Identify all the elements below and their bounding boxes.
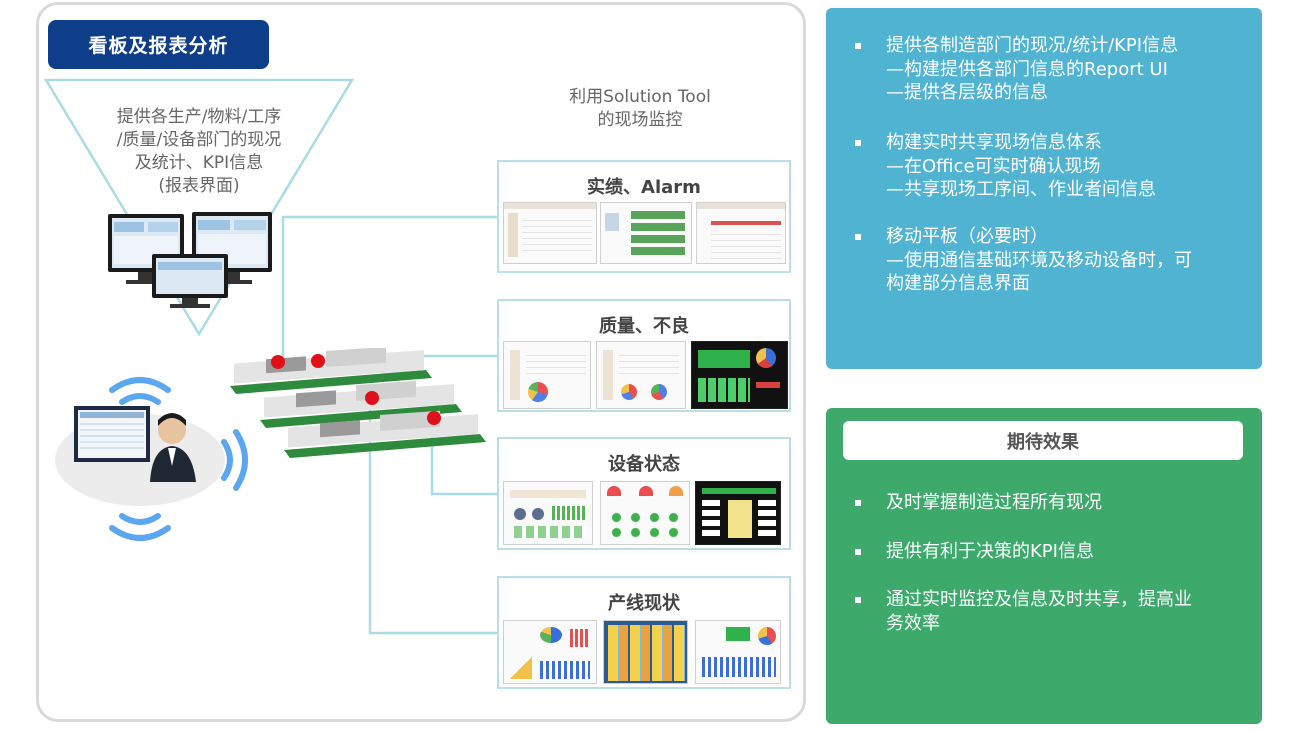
report-thumbnail (600, 202, 692, 264)
panel-quality-defect[interactable]: 质量、不良 (497, 299, 791, 412)
report-thumbnail (503, 202, 597, 264)
report-thumbnail (695, 620, 781, 684)
info-line: —在Office可实时确认现场 (886, 155, 1101, 177)
panel-title: 产线现状 (608, 593, 680, 614)
report-thumbnail (503, 481, 593, 545)
panel-performance-alarm[interactable]: 实绩、Alarm (497, 160, 791, 273)
effect-title: 期待效果 (843, 421, 1243, 460)
info-item: 构建实时共享现场信息体系 —在Office可实时确认现场 —共享现场工序间、作业… (855, 131, 1156, 202)
effect-item: 及时掌握制造过程所有现况 (855, 491, 1102, 515)
effect-line: 务效率 (886, 612, 940, 634)
effect-item: 通过实时监控及信息及时共享，提高业 务效率 (855, 588, 1192, 635)
funnel-description: 提供各生产/物料/工序 /质量/设备部门的现况 及统计、KPI信息 (报表界面) (88, 106, 310, 198)
panel-equipment-status[interactable]: 设备状态 (497, 437, 791, 550)
report-thumbnail (503, 341, 591, 409)
effect-panel (826, 408, 1262, 724)
effect-line: 提供有利于决策的KPI信息 (886, 541, 1094, 562)
info-item: 提供各制造部门的现况/统计/KPI信息 —构建提供各部门信息的Report UI… (855, 34, 1179, 105)
alarm-dot-icon (271, 354, 441, 425)
info-line: —构建提供各部门信息的Report UI (886, 58, 1168, 80)
funnel-shape (43, 78, 355, 337)
bullet-icon (855, 549, 861, 555)
production-line-icon (230, 348, 486, 458)
effect-line: 及时掌握制造过程所有现况 (886, 492, 1102, 513)
panel-title: 设备状态 (608, 454, 680, 475)
bullet-icon (855, 234, 861, 240)
report-thumbnail (503, 620, 597, 684)
panel-line-status[interactable]: 产线现状 (497, 576, 791, 689)
section-title: 看板及报表分析 (48, 20, 269, 69)
bullet-icon (855, 140, 861, 146)
report-thumbnail (600, 481, 690, 545)
funnel-line: 及统计、KPI信息 (134, 153, 264, 173)
report-thumbnail (696, 202, 786, 264)
info-line: 提供各制造部门的现况/统计/KPI信息 (886, 35, 1179, 56)
info-line: —提供各层级的信息 (886, 82, 1048, 103)
funnel-line: /质量/设备部门的现况 (116, 130, 282, 150)
bullet-icon (855, 597, 861, 603)
effect-line: 通过实时监控及信息及时共享，提高业 (886, 589, 1192, 610)
info-line: 移动平板（必要时） (886, 226, 1048, 247)
info-item: 移动平板（必要时） —使用通信基础环境及移动设备时，可 构建部分信息界面 (855, 225, 1192, 296)
dashboard-thumbnail (691, 341, 788, 409)
tool-caption-line: 利用Solution Tool (569, 87, 711, 107)
user-laptop-icon (74, 406, 196, 482)
funnel-line: (报表界面) (158, 176, 240, 196)
tool-caption-line: 的现场监控 (597, 110, 683, 130)
funnel-line: 提供各生产/物料/工序 (116, 107, 282, 127)
panel-title: 质量、不良 (599, 316, 689, 337)
dashboard-thumbnail (695, 481, 781, 545)
tool-caption: 利用Solution Tool 的现场监控 (540, 86, 740, 132)
bullet-icon (855, 500, 861, 506)
dashboard-thumbnail (603, 620, 688, 684)
info-line: —共享现场工序间、作业者间信息 (886, 179, 1156, 200)
report-thumbnail (596, 341, 686, 409)
info-line: 构建部分信息界面 (886, 273, 1030, 294)
panel-title: 实绩、Alarm (587, 177, 701, 198)
info-line: 构建实时共享现场信息体系 (886, 132, 1102, 153)
monitor-icon (108, 212, 272, 308)
info-panel (826, 8, 1262, 369)
info-line: —使用通信基础环境及移动设备时，可 (886, 249, 1192, 271)
effect-item: 提供有利于决策的KPI信息 (855, 540, 1094, 564)
bullet-icon (855, 43, 861, 49)
